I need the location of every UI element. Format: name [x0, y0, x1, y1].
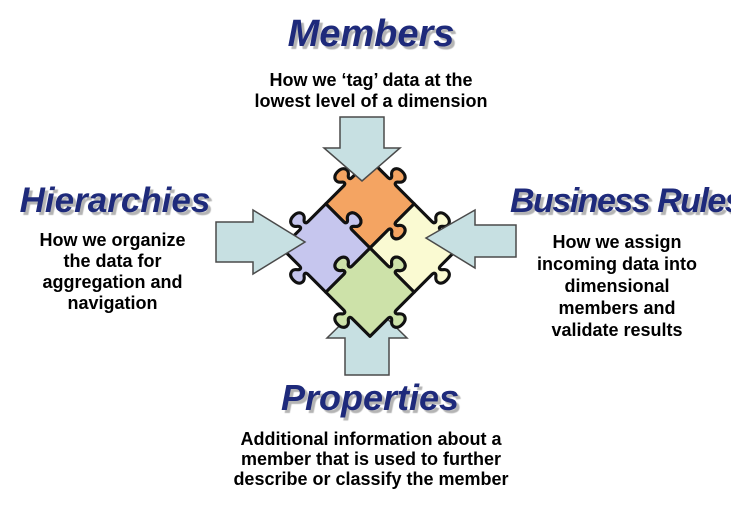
hierarchies-title: Hierarchies [19, 181, 211, 220]
hierarchies-description: How we organize the data for aggregation… [39, 230, 186, 313]
business-rules-description: How we assign incoming data into dimensi… [537, 232, 697, 340]
arrow-right-icon [215, 208, 307, 276]
properties-description: Additional information about a member th… [233, 429, 509, 489]
jigsaw-puzzle-icon [280, 158, 460, 338]
members-description: How we ‘tag’ data at the lowest level of… [254, 70, 488, 111]
members-title: Members [287, 13, 455, 55]
puzzle-piece-left [280, 202, 372, 294]
properties-title: Properties [280, 377, 460, 418]
arrow-left-icon [424, 208, 517, 270]
business-rules-title: Business Rules [510, 182, 731, 220]
arrow-down-icon [321, 116, 403, 182]
